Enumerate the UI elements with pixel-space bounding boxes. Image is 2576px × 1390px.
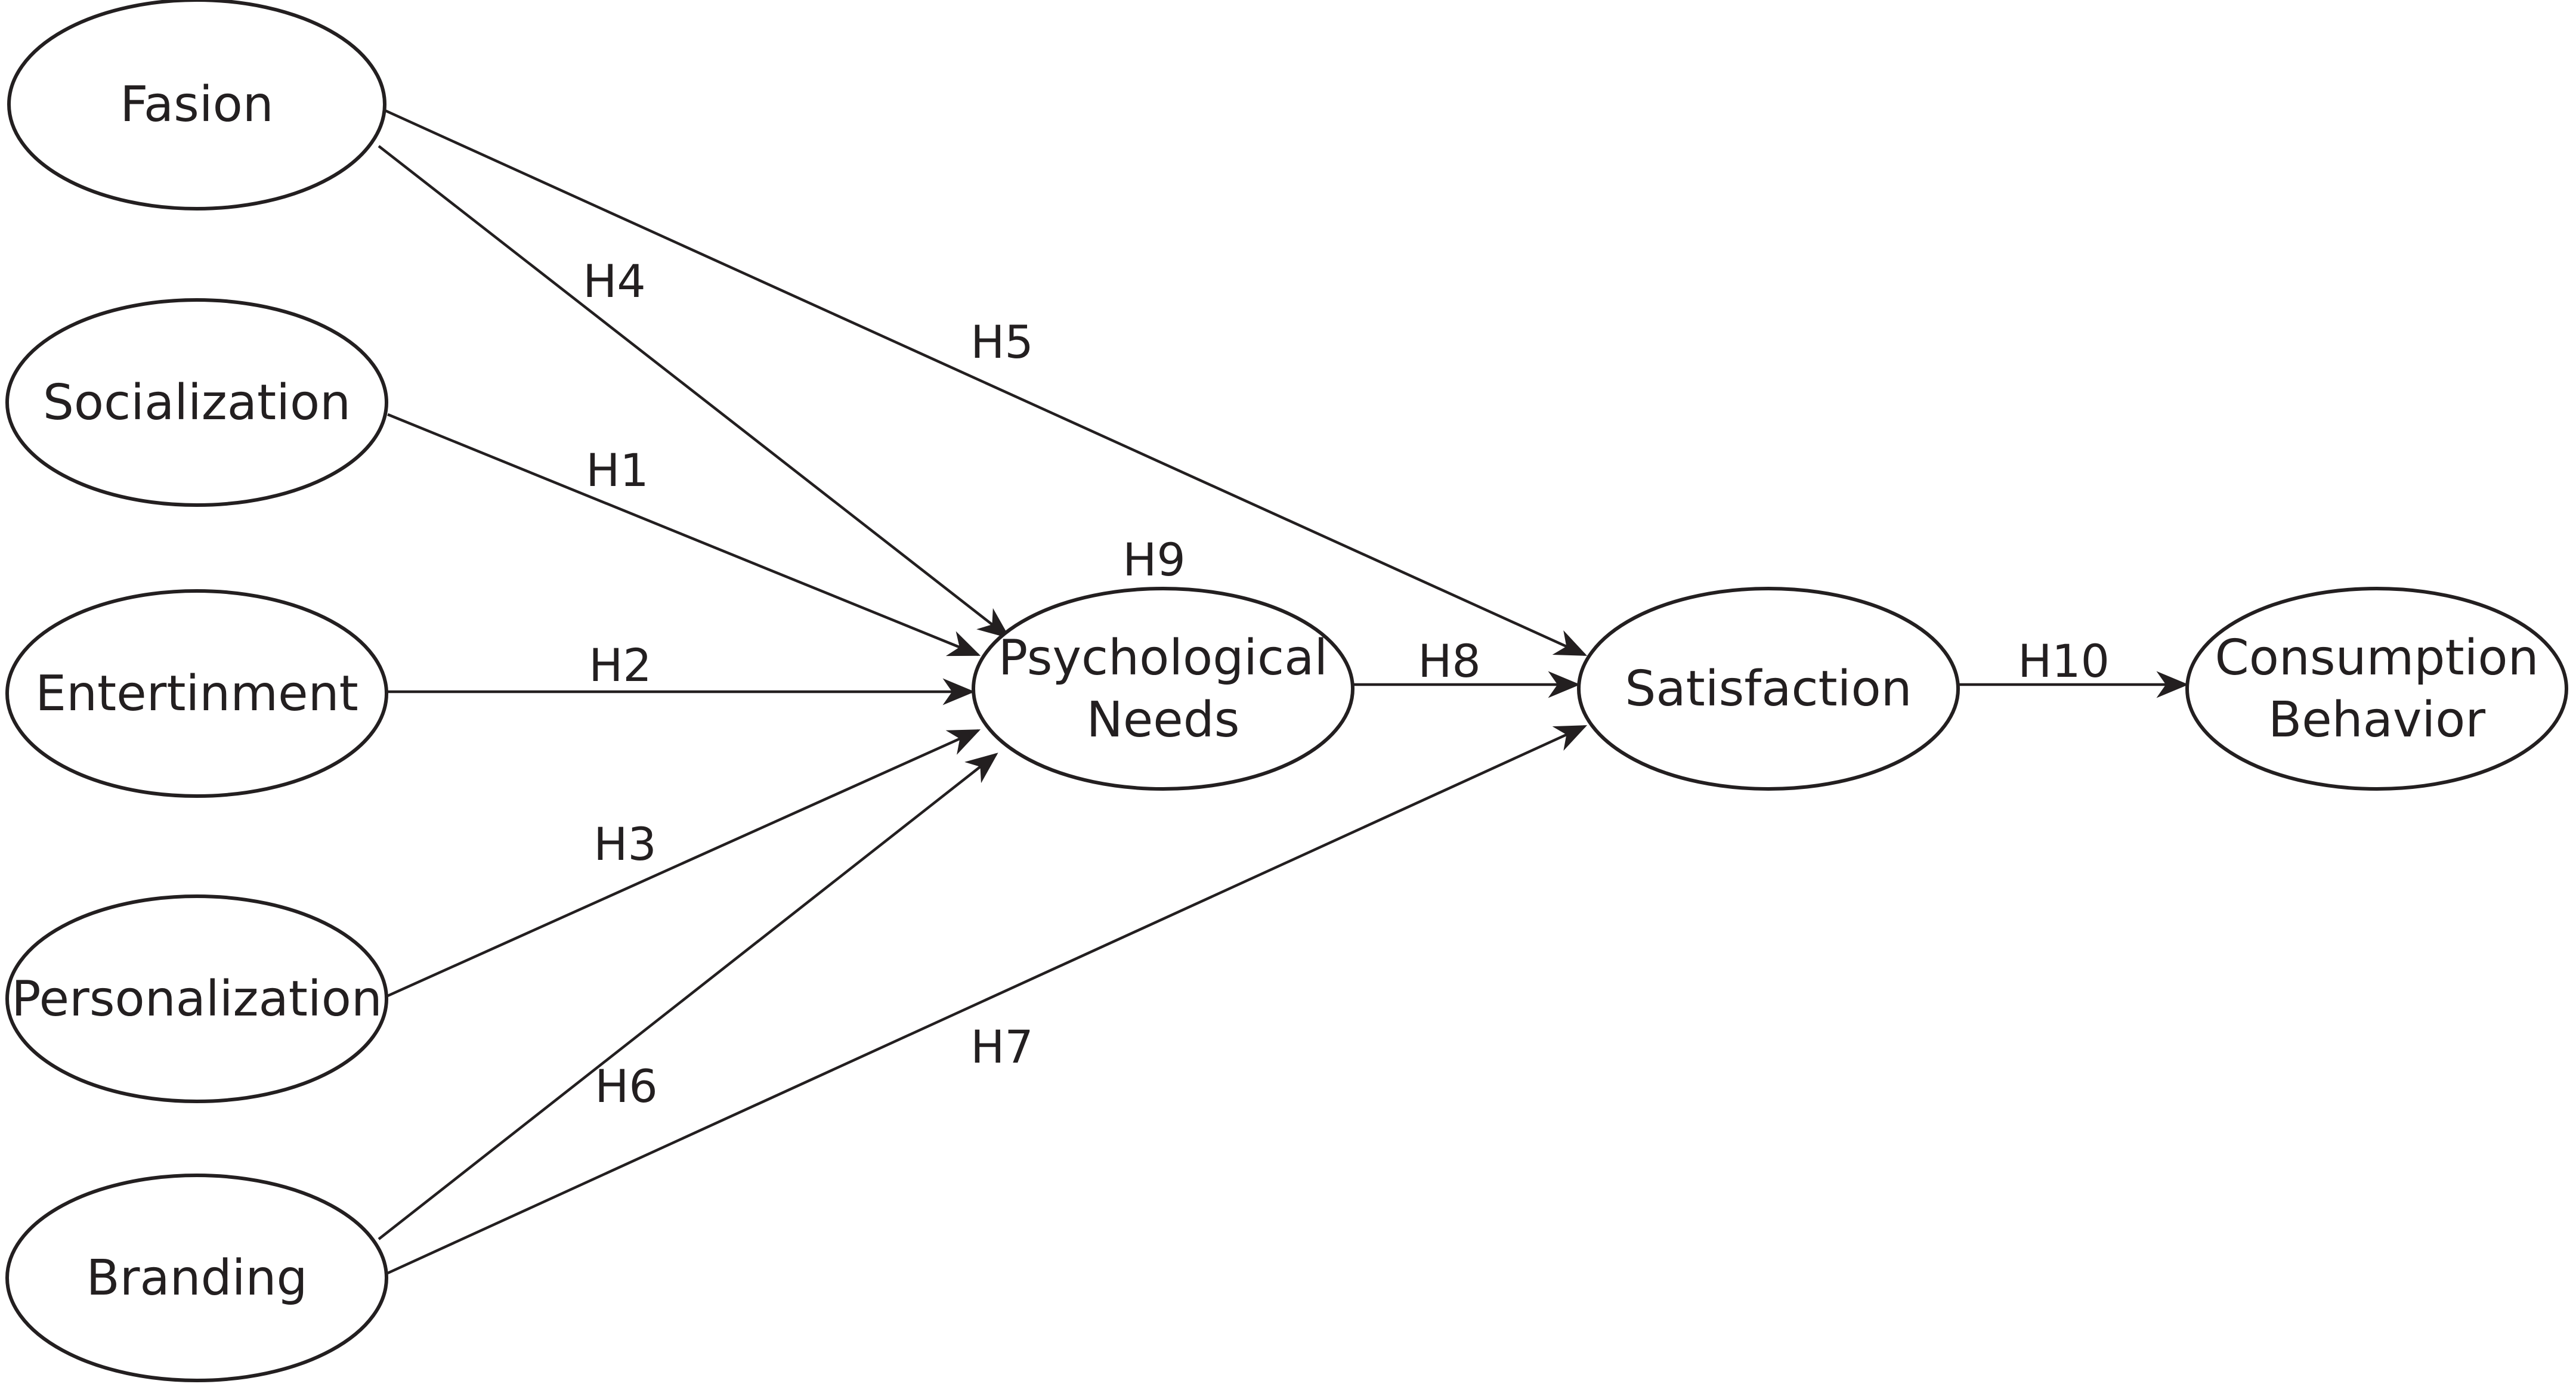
node-consumption-label-line-1: Consumption — [2215, 630, 2538, 686]
edge-label-h10: H10 — [2018, 634, 2110, 688]
node-branding-ellipse — [5, 1174, 388, 1382]
edge-personalization-to-psych-arrow — [387, 729, 981, 998]
node-satisfaction: Satisfaction — [1577, 587, 1960, 791]
node-entertinment-ellipse — [5, 589, 388, 798]
node-satisfaction-ellipse — [1577, 587, 1960, 791]
node-psych-label-line-1: Psychological — [998, 630, 1328, 686]
edge-label-h5: H5 — [970, 315, 1034, 369]
edge-fasion-to-psych-arrow — [378, 145, 1010, 639]
edges-layer — [378, 109, 2189, 1275]
annotation-h9: H9 — [1122, 533, 1186, 586]
node-personalization-ellipse — [5, 894, 388, 1103]
node-psych-ellipse — [972, 587, 1355, 791]
edge-socialization-to-psych-arrow — [387, 413, 981, 657]
node-branding: Branding — [5, 1174, 388, 1382]
edge-label-h4: H4 — [583, 255, 646, 308]
edge-label-h6: H6 — [595, 1060, 658, 1113]
node-satisfaction-label-line-1: Satisfaction — [1625, 661, 1912, 717]
node-fasion-ellipse — [7, 0, 386, 210]
node-consumption-label-line-2: Behavior — [2268, 692, 2485, 748]
edge-label-h8: H8 — [1418, 634, 1481, 688]
node-personalization-label-line-1: Personalization — [11, 971, 382, 1027]
edge-label-h7: H7 — [970, 1020, 1034, 1073]
edge-branding-to-psych-arrow — [378, 753, 998, 1240]
edge-branding-to-satisfaction-arrow — [387, 725, 1588, 1275]
node-consumption-ellipse — [2185, 587, 2568, 791]
node-fasion: Fasion — [7, 0, 386, 210]
node-entertinment: Entertinment — [5, 589, 388, 798]
node-socialization-label-line-1: Socialization — [43, 374, 351, 431]
node-branding-label-line-1: Branding — [86, 1250, 307, 1307]
edge-label-h2: H2 — [589, 639, 652, 692]
edge-label-h3: H3 — [593, 818, 657, 871]
edge-fasion-to-satisfaction-arrow — [384, 109, 1588, 657]
node-socialization: Socialization — [5, 298, 388, 507]
node-socialization-ellipse — [5, 298, 388, 507]
nodes-layer: FasionSocializationEntertinmentPersonali… — [5, 0, 2568, 1382]
node-fasion-label-line-1: Fasion — [120, 76, 274, 133]
edge-label-h1: H1 — [586, 444, 649, 497]
node-psych-label-line-2: Needs — [1086, 692, 1239, 748]
node-personalization: Personalization — [5, 894, 388, 1103]
node-entertinment-label-line-1: Entertinment — [35, 665, 358, 722]
